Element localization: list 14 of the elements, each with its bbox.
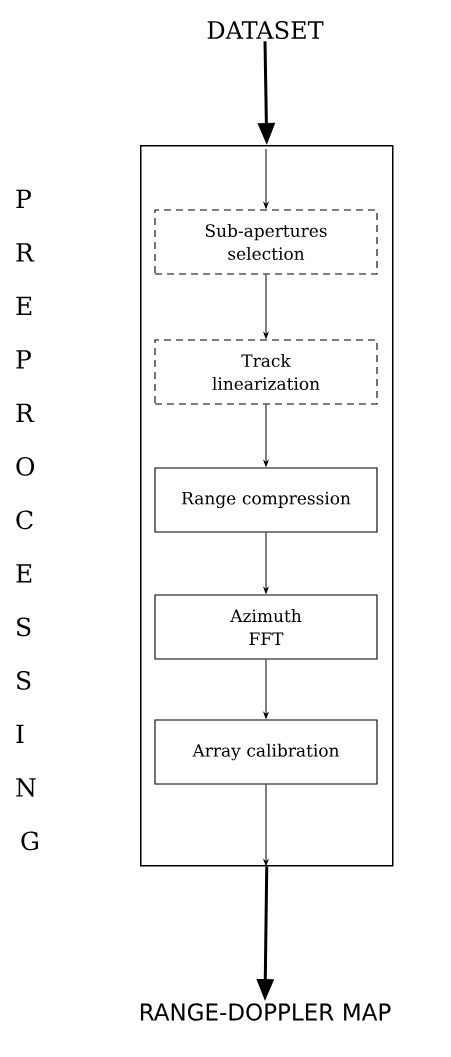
text-label: DATASET	[207, 20, 324, 40]
arrow	[263, 274, 269, 339]
arrow	[263, 404, 269, 467]
process-box: Range compression	[154, 467, 378, 533]
arrow	[263, 532, 269, 594]
process-box: Azimuth FFT	[154, 594, 378, 660]
process-box: Array calibration	[154, 719, 378, 785]
arrow	[263, 784, 269, 866]
text-label: RANGE-DOPPLER MAP	[140, 1003, 391, 1021]
process-box: Sub-apertures selection	[154, 209, 378, 275]
arrow	[263, 659, 269, 719]
node-label: PREPROCESSING	[16, 189, 39, 851]
process-box: Track linearization	[154, 339, 378, 405]
arrow	[263, 148, 269, 209]
